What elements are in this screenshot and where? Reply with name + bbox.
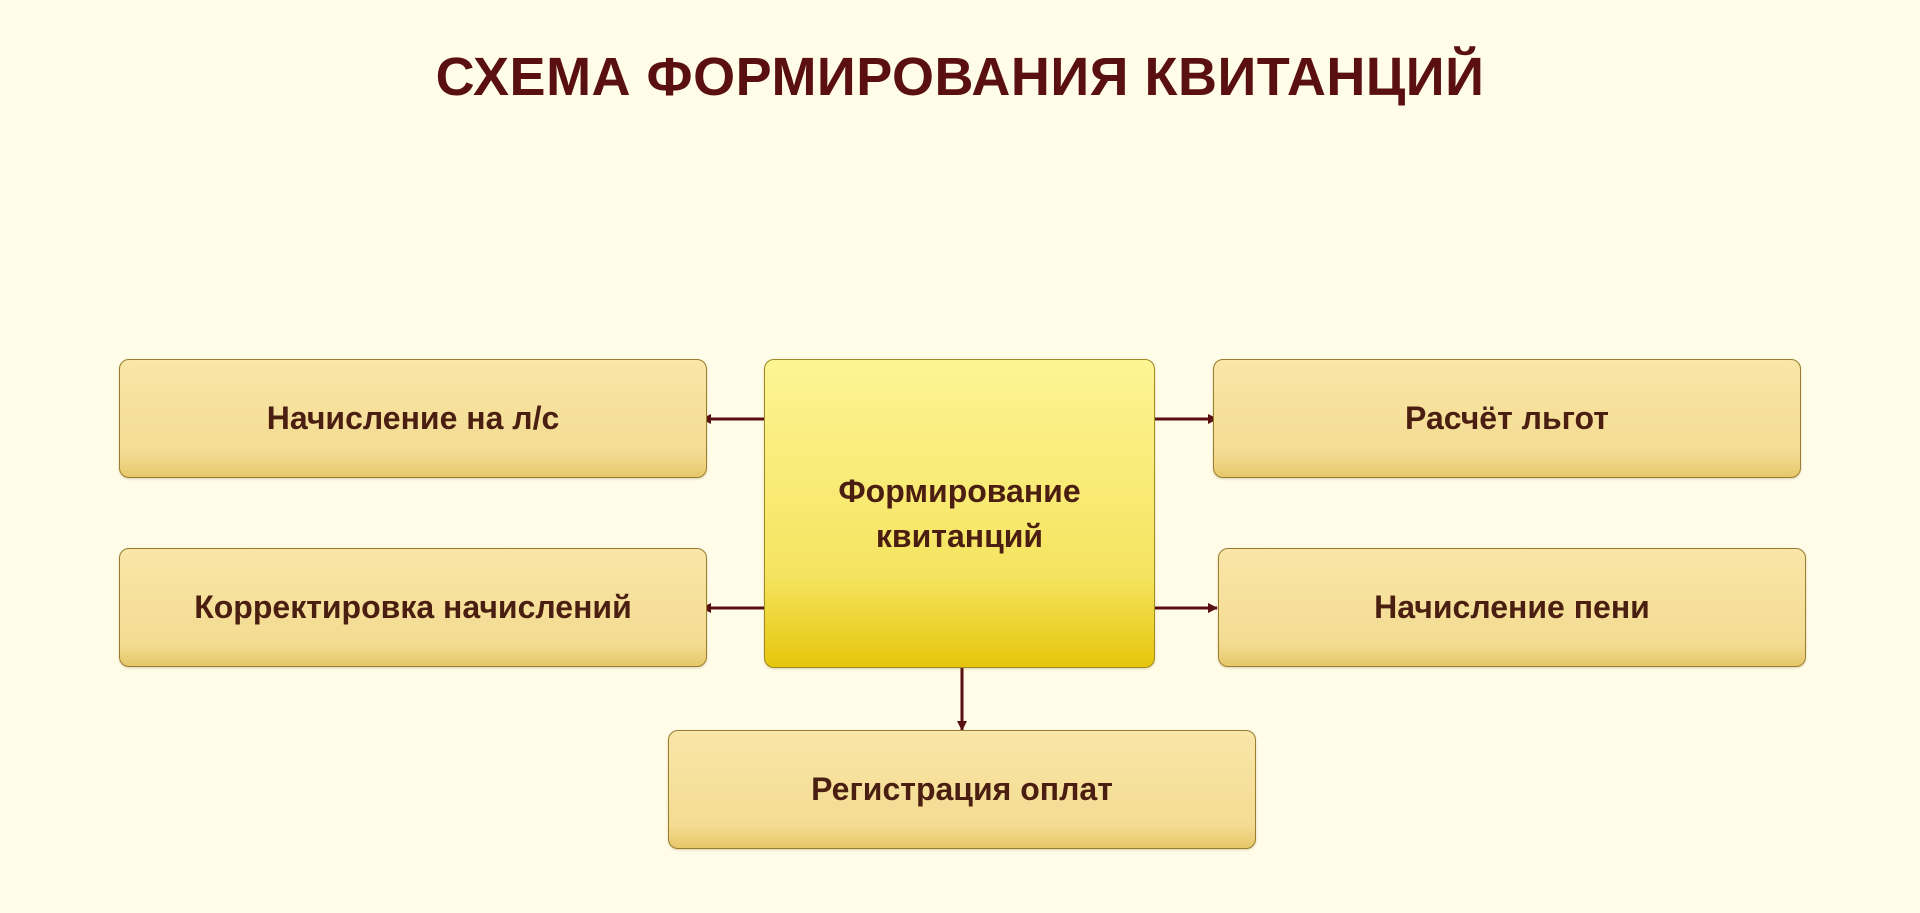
node-correction: Корректировка начислений (119, 548, 707, 667)
node-benefits-label: Расчёт льгот (1405, 400, 1609, 436)
node-benefits: Расчёт льгот (1213, 359, 1801, 478)
node-correction-label: Корректировка начислений (194, 589, 632, 625)
node-receipt-generation-line2: квитанций (875, 517, 1044, 554)
diagram-title: СХЕМА ФОРМИРОВАНИЯ КВИТАНЦИЙ (435, 47, 1485, 107)
node-accrual-label: Начисление на л/с (266, 400, 560, 436)
node-penalty: Начисление пени (1218, 548, 1806, 667)
node-penalty-label: Начисление пени (1374, 589, 1650, 625)
node-payments: Регистрация оплат (668, 730, 1256, 849)
node-receipt-generation: Формирование квитанций (764, 359, 1155, 668)
node-receipt-generation-line1: Формирование (838, 472, 1081, 509)
node-payments-label: Регистрация оплат (811, 771, 1113, 807)
node-accrual: Начисление на л/с (119, 359, 707, 478)
